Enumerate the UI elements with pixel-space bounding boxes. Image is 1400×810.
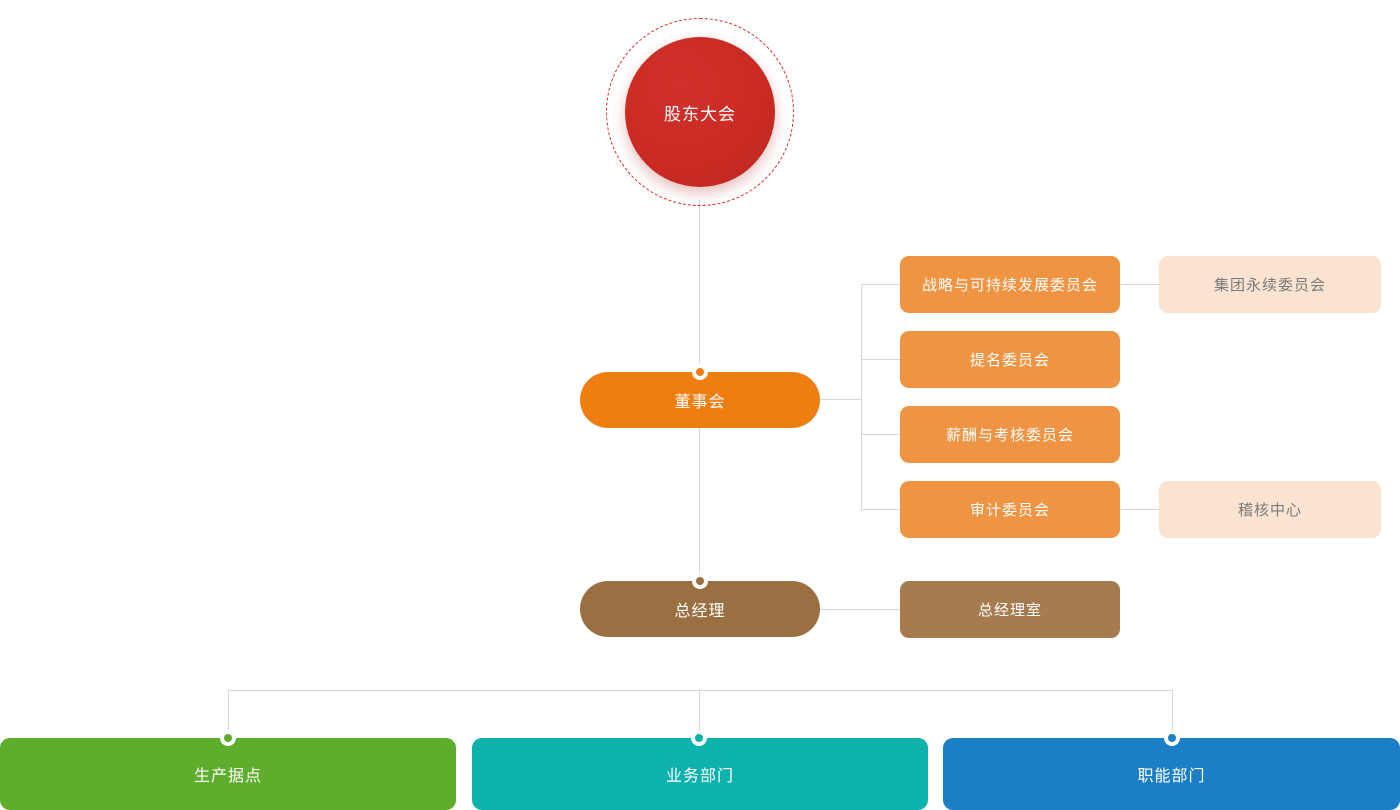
connector-committee-4 bbox=[861, 509, 901, 510]
node-audit-center[interactable]: 稽核中心 bbox=[1159, 481, 1386, 544]
node-committee-nomination[interactable]: 提名委员会 bbox=[900, 331, 1125, 394]
connector-committee-2 bbox=[861, 359, 901, 360]
node-committee-audit[interactable]: 审计委员会 bbox=[900, 481, 1125, 544]
committee-compensation-label: 薪酬与考核委员会 bbox=[945, 427, 1074, 444]
node-group-sustainability-committee[interactable]: 集团永续委员会 bbox=[1159, 256, 1386, 319]
node-division-production[interactable]: 生产据点 bbox=[0, 738, 462, 810]
connector-audit-to-audit-center bbox=[1121, 509, 1159, 510]
shareholders-circle[interactable]: 股东大会 bbox=[625, 37, 775, 187]
connector-committee-trunk bbox=[861, 284, 862, 510]
division-functional-label: 职能部门 bbox=[1137, 768, 1206, 785]
connector-board-gm bbox=[699, 428, 700, 581]
connector-divisions-bus bbox=[228, 690, 1173, 691]
division-production-label: 生产据点 bbox=[193, 768, 262, 785]
shareholders-dashed-ring bbox=[606, 18, 794, 206]
group-sustainability-label: 集团永续委员会 bbox=[1213, 277, 1326, 294]
node-shareholders[interactable]: 股东大会 bbox=[606, 18, 794, 206]
division-business-connector-dot bbox=[691, 730, 707, 746]
node-board-of-directors[interactable]: 董事会 bbox=[580, 372, 826, 436]
board-connector-dot bbox=[692, 364, 708, 380]
audit-center-label: 稽核中心 bbox=[1237, 502, 1302, 519]
committee-strategy-label: 战略与可持续发展委员会 bbox=[921, 277, 1098, 294]
connector-division-drop-1 bbox=[228, 690, 229, 740]
board-label: 董事会 bbox=[674, 394, 726, 411]
connector-shareholders-board bbox=[699, 200, 700, 372]
division-business-label: 业务部门 bbox=[665, 768, 734, 785]
gm-connector-dot bbox=[692, 573, 708, 589]
connector-division-drop-2 bbox=[699, 690, 700, 740]
shareholders-label: 股东大会 bbox=[664, 104, 736, 124]
connector-board-trunk bbox=[820, 399, 862, 400]
committee-audit-label: 审计委员会 bbox=[969, 502, 1050, 519]
node-committee-strategy[interactable]: 战略与可持续发展委员会 bbox=[900, 256, 1125, 319]
node-gm-office[interactable]: 总经理室 bbox=[900, 581, 1125, 644]
connector-committee-3 bbox=[861, 434, 901, 435]
node-general-manager[interactable]: 总经理 bbox=[580, 581, 826, 645]
committee-nomination-label: 提名委员会 bbox=[969, 352, 1050, 369]
connector-committee-1 bbox=[861, 284, 901, 285]
node-committee-compensation[interactable]: 薪酬与考核委员会 bbox=[900, 406, 1125, 469]
connector-division-drop-3 bbox=[1172, 690, 1173, 740]
division-functional-connector-dot bbox=[1164, 730, 1180, 746]
division-production-connector-dot bbox=[220, 730, 236, 746]
connector-gm-to-gm-office bbox=[820, 609, 900, 610]
gm-office-label: 总经理室 bbox=[977, 602, 1042, 619]
connector-strategy-to-group-sustainability bbox=[1121, 284, 1159, 285]
node-division-business[interactable]: 业务部门 bbox=[472, 738, 934, 810]
general-manager-label: 总经理 bbox=[674, 603, 726, 620]
node-division-functional[interactable]: 职能部门 bbox=[943, 738, 1400, 810]
